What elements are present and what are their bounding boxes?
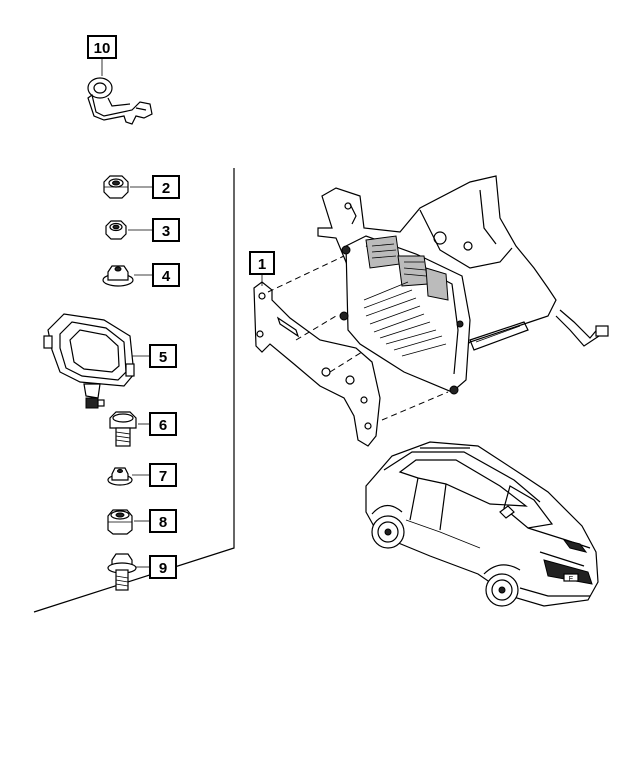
panel-divider xyxy=(33,168,235,613)
control-module-assembly xyxy=(317,175,609,395)
callout-label: 7 xyxy=(159,468,167,485)
callout-10: 10 xyxy=(87,35,117,76)
callout-7: 7 xyxy=(132,463,177,487)
part-6-bolt[interactable] xyxy=(109,411,137,447)
callout-label: 5 xyxy=(159,349,167,366)
part-10-clip-bracket[interactable] xyxy=(87,77,153,125)
part-9-flange-bolt[interactable] xyxy=(107,553,137,591)
part-8-lock-nut[interactable] xyxy=(107,509,133,535)
callout-label: 6 xyxy=(159,417,167,434)
callout-3: 3 xyxy=(128,218,180,242)
callout-5: 5 xyxy=(132,344,177,368)
license-plate-text: E xyxy=(569,576,574,583)
part-4-flange-nut[interactable] xyxy=(102,265,134,287)
callout-label: 10 xyxy=(94,40,111,57)
callout-label: 1 xyxy=(258,256,266,273)
callout-label: 3 xyxy=(162,223,170,240)
callout-label: 9 xyxy=(159,560,167,577)
callout-label: 4 xyxy=(162,268,171,285)
callout-9: 9 xyxy=(136,555,177,579)
part-2-hex-nut[interactable] xyxy=(103,175,129,199)
callout-label: 8 xyxy=(159,514,167,531)
vehicle-illustration: E xyxy=(365,441,599,607)
part-5-sensor-housing[interactable] xyxy=(43,313,135,409)
callout-1: 1 xyxy=(249,251,275,286)
part-3-nut[interactable] xyxy=(105,220,127,240)
callout-6: 6 xyxy=(138,412,177,436)
callout-2: 2 xyxy=(130,175,180,199)
part-7-nut[interactable] xyxy=(107,467,133,486)
callout-8: 8 xyxy=(134,509,177,533)
callout-4: 4 xyxy=(134,263,180,287)
alignment-lines xyxy=(267,255,449,421)
part-1-mounting-bracket[interactable] xyxy=(253,281,381,447)
callout-label: 2 xyxy=(162,180,170,197)
